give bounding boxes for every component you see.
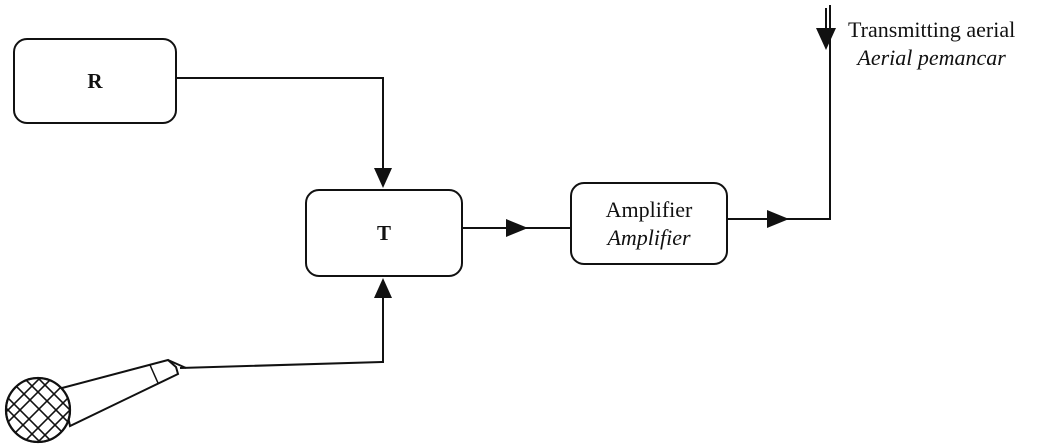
block-t: T [305, 189, 463, 277]
block-t-label: T [376, 220, 391, 245]
block-amplifier: Amplifier Amplifier [570, 182, 728, 265]
aerial-label-translation: Aerial pemancar [857, 45, 1006, 70]
wire-microphone-to-t [179, 298, 384, 369]
transmitting-aerial-label: Transmitting aerial Aerial pemancar [848, 16, 1015, 72]
block-r: R [13, 38, 177, 124]
amplifier-label: Amplifier [605, 196, 693, 222]
arrowhead-icon [374, 168, 392, 188]
microphone-icon [4, 358, 187, 444]
amplifier-label-translation: Amplifier [607, 224, 691, 250]
aerial-label: Transmitting aerial [848, 17, 1016, 42]
arrowhead-icon [506, 219, 528, 237]
arrowhead-icon [374, 278, 392, 298]
wire-r-to-t [177, 77, 384, 170]
arrowhead-icon [767, 210, 789, 228]
block-r-label: R [87, 68, 103, 93]
arrowhead-icon [816, 28, 836, 50]
wire-amplifier-to-aerial [728, 5, 831, 220]
